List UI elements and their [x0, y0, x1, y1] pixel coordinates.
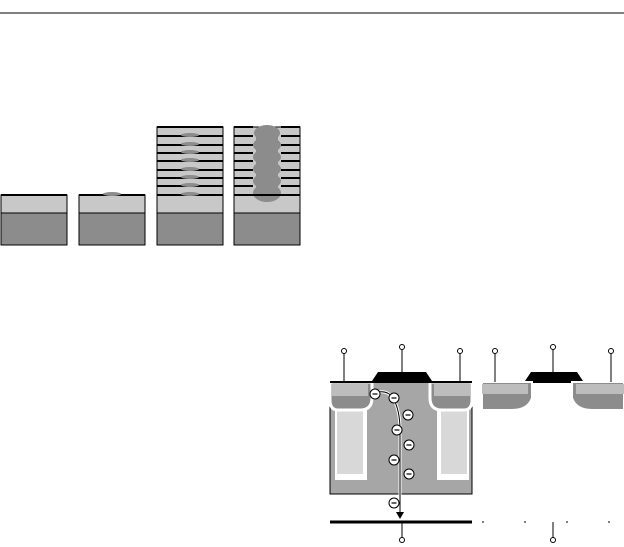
merged-dot-column — [253, 125, 281, 202]
top-terminals-right — [492, 344, 614, 382]
vertical-device-cross-section — [328, 344, 474, 543]
top-terminals-left — [341, 344, 463, 382]
quantum-dot-seed — [103, 192, 121, 196]
stack-step-3 — [156, 126, 224, 246]
gate-electrode-planar — [525, 372, 583, 381]
bottom-terminal-left — [399, 537, 405, 543]
stack-step-2 — [78, 192, 146, 246]
gate-electrode — [372, 372, 432, 381]
electron-group — [369, 388, 415, 509]
stack-step-4 — [233, 125, 301, 246]
planar-device-cross-section — [481, 344, 624, 543]
stack-step-1 — [0, 194, 68, 246]
bottom-terminal-right — [550, 537, 556, 543]
